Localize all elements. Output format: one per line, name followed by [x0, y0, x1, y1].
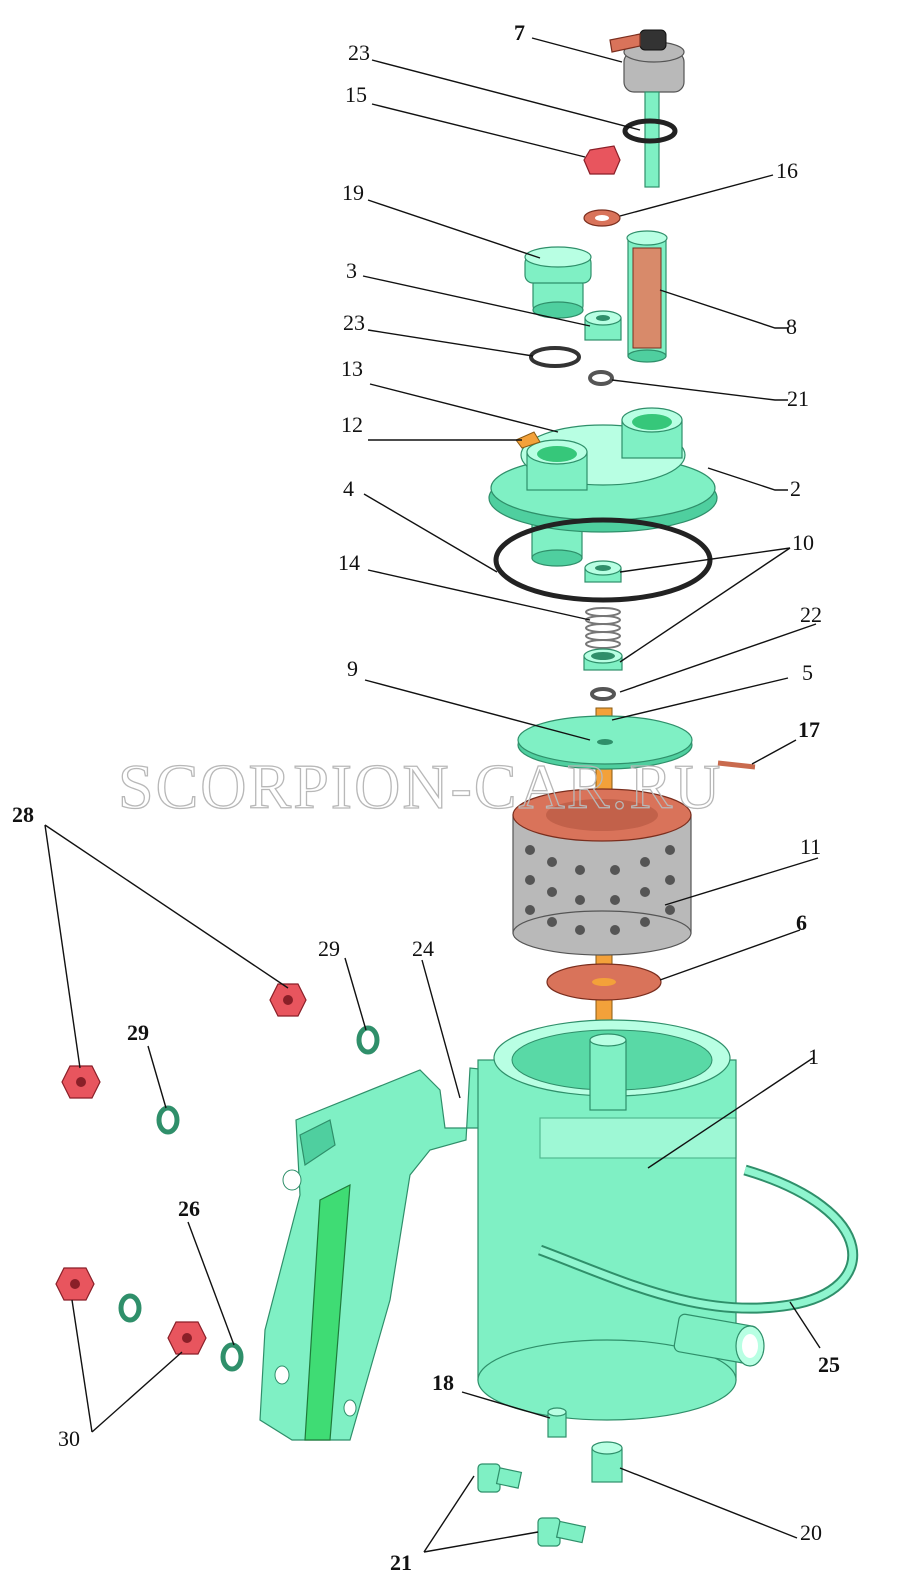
label-8: 8 [786, 314, 797, 339]
part-21-ring [588, 370, 614, 386]
label-7: 7 [514, 20, 525, 45]
part-18-plug [547, 1407, 567, 1438]
label-23: 23 [343, 310, 365, 335]
label-16: 16 [776, 158, 798, 183]
label-12: 12 [341, 412, 363, 437]
label-21-lower: 21 [390, 1550, 412, 1575]
part-29-washer-a [356, 1025, 380, 1055]
label-22: 22 [800, 602, 822, 627]
part-30-washer [118, 1293, 142, 1323]
label-29-left: 29 [127, 1020, 149, 1045]
label-23-top: 23 [348, 40, 370, 65]
part-10-bushing-lower [583, 648, 623, 671]
label-3: 3 [346, 258, 357, 283]
label-5: 5 [802, 660, 813, 685]
label-20: 20 [800, 1520, 822, 1545]
part-3-bushing [584, 310, 622, 341]
parts [55, 29, 859, 1547]
watermark: SCORPION-CAR.RU [118, 751, 722, 822]
label-6: 6 [796, 910, 807, 935]
part-24-bracket [259, 1067, 491, 1441]
part-29-washer-b [156, 1105, 180, 1135]
label-10: 10 [792, 530, 814, 555]
label-30: 30 [58, 1426, 80, 1451]
label-1: 1 [808, 1044, 819, 1069]
part-23-ring-top [622, 118, 678, 144]
part-20-bushing [591, 1441, 623, 1483]
part-22-ring [590, 687, 616, 701]
label-11: 11 [800, 834, 821, 859]
label-19: 19 [342, 180, 364, 205]
part-7-valve [609, 29, 685, 188]
part-21-bolt-a [477, 1463, 523, 1493]
label-2: 2 [790, 476, 801, 501]
part-8-filter-element [626, 230, 668, 363]
part-23-ring [529, 346, 581, 368]
label-4: 4 [343, 476, 354, 501]
part-6-gasket [546, 963, 662, 1001]
leader-lines [44, 37, 821, 1553]
label-25: 25 [818, 1352, 840, 1377]
label-13: 13 [341, 356, 363, 381]
label-24: 24 [412, 936, 434, 961]
part-1-housing [477, 1019, 765, 1421]
part-14-spring [585, 607, 621, 649]
callout-labels: 7 23 15 16 19 3 8 23 21 13 12 2 4 10 14 … [12, 20, 840, 1575]
label-18: 18 [432, 1370, 454, 1395]
label-29-right: 29 [318, 936, 340, 961]
label-9: 9 [347, 656, 358, 681]
label-17: 17 [798, 717, 820, 742]
label-28: 28 [12, 802, 34, 827]
label-21-upper: 21 [787, 386, 809, 411]
part-2-cover [488, 407, 718, 567]
part-26-washer [220, 1342, 244, 1372]
part-17-pin [717, 760, 756, 770]
part-15-nut [583, 145, 621, 175]
part-21-bolt-b [537, 1517, 587, 1547]
label-15: 15 [345, 82, 367, 107]
part-11-coarse-filter [512, 788, 692, 956]
part-10-bushing [584, 560, 622, 583]
label-14: 14 [338, 550, 360, 575]
part-19-plug [524, 246, 592, 319]
label-26: 26 [178, 1196, 200, 1221]
